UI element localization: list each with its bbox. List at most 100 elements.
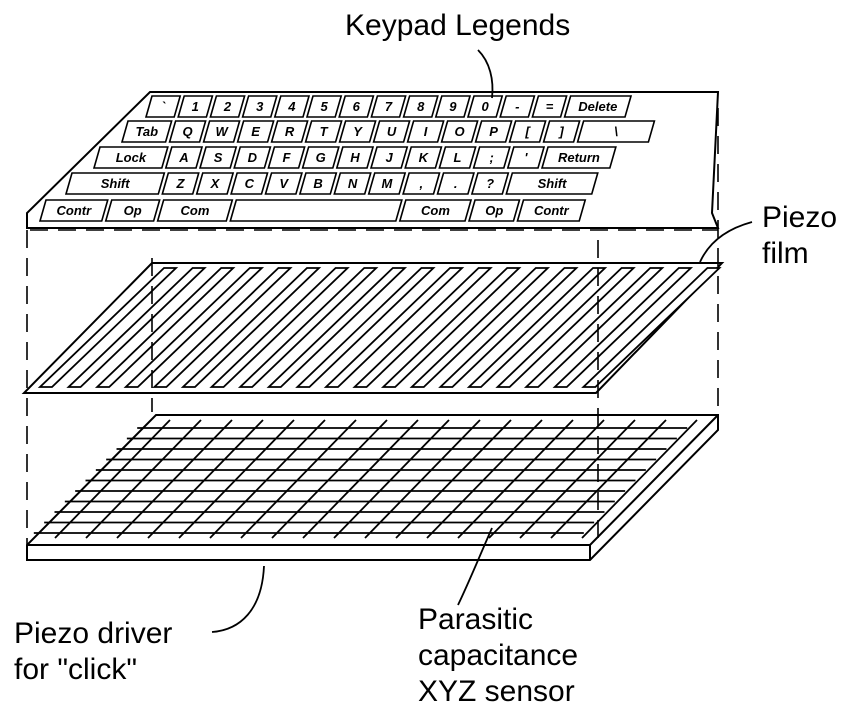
key-Y: Y — [340, 121, 376, 142]
key-legend: 0 — [481, 99, 489, 114]
piezo-driver-line-1: Piezo driver — [14, 616, 172, 652]
key-legend: Com — [421, 203, 450, 218]
key-G: G — [303, 147, 339, 168]
key-legend: - — [515, 99, 519, 114]
key-S: S — [200, 147, 236, 168]
piezo-film-line-1: Piezo — [762, 200, 837, 236]
key-\: \ — [578, 121, 655, 142]
key-legend: = — [546, 99, 554, 114]
sensor-line-2: capacitance — [418, 638, 578, 674]
key-V: V — [266, 173, 302, 194]
key-legend: 6 — [353, 99, 361, 114]
key-=: = — [532, 96, 566, 117]
key-legend: Shift — [101, 176, 131, 191]
key--: - — [500, 96, 534, 117]
key-space — [230, 200, 402, 221]
key-legend: B — [313, 176, 322, 191]
key-Shift: Shift — [66, 173, 164, 194]
key-P: P — [476, 121, 512, 142]
key-legend: S — [214, 150, 223, 165]
leader-keypad-legends — [478, 50, 492, 98]
key-legend: Z — [176, 176, 186, 191]
sensor-label: Parasitic capacitance XYZ sensor — [418, 602, 578, 710]
piezo-driver-line-2: for "click" — [14, 652, 172, 688]
key-cap — [230, 200, 402, 221]
key-K: K — [405, 147, 441, 168]
key-X: X — [197, 173, 233, 194]
key-legend: ? — [486, 176, 494, 191]
key-5: 5 — [307, 96, 341, 117]
key-legend: O — [455, 124, 465, 139]
key-U: U — [374, 121, 410, 142]
leader-piezo-driver — [212, 566, 264, 632]
key-.: . — [438, 173, 474, 194]
key-legend: Y — [353, 124, 363, 139]
key-legend: 3 — [256, 99, 264, 114]
piezo-driver-label: Piezo driver for "click" — [14, 616, 172, 688]
key-Com: Com — [158, 200, 233, 221]
key-legend: Q — [183, 124, 193, 139]
key-]: ] — [544, 121, 580, 142]
key-legend: ; — [490, 150, 494, 165]
key-legend: T — [320, 124, 329, 139]
key-T: T — [306, 121, 342, 142]
key-legend: 1 — [192, 99, 199, 114]
key-Tab: Tab — [122, 121, 172, 142]
key-Contr: Contr — [40, 200, 108, 221]
key-legend: Lock — [116, 150, 147, 165]
sensor-line-1: Parasitic — [418, 602, 578, 638]
key-legend: 8 — [417, 99, 425, 114]
key-Delete: Delete — [565, 96, 631, 117]
key-Op: Op — [106, 200, 160, 221]
key-I: I — [408, 121, 444, 142]
key-legend: A — [178, 150, 188, 165]
key-Op: Op — [469, 200, 519, 221]
key-7: 7 — [371, 96, 405, 117]
keypad-legends-label: Keypad Legends — [345, 8, 570, 44]
keypad-legends-text: Keypad Legends — [345, 8, 570, 44]
key-C: C — [231, 173, 267, 194]
key-O: O — [442, 121, 478, 142]
key-Contr: Contr — [517, 200, 585, 221]
key-4: 4 — [275, 96, 309, 117]
key-legend: Com — [181, 203, 210, 218]
key-L: L — [439, 147, 475, 168]
key-legend: D — [248, 150, 258, 165]
key-legend: H — [350, 150, 360, 165]
key-1: 1 — [178, 96, 212, 117]
key-`: ` — [146, 96, 180, 117]
key-legend: Op — [485, 203, 503, 218]
key-,: , — [403, 173, 439, 194]
key-legend: L — [454, 150, 462, 165]
key-legend: Shift — [538, 176, 568, 191]
key-legend: 7 — [385, 99, 393, 114]
key-legend: P — [489, 124, 498, 139]
key-legend: E — [251, 124, 260, 139]
key-legend: 4 — [287, 99, 296, 114]
key-legend: F — [283, 150, 292, 165]
key-;: ; — [474, 147, 510, 168]
key-J: J — [371, 147, 407, 168]
key-6: 6 — [339, 96, 373, 117]
key-legend: Tab — [135, 124, 158, 139]
key-Com: Com — [400, 200, 471, 221]
key-legend: R — [285, 124, 295, 139]
key-legend: Delete — [578, 99, 617, 114]
key-legend: Op — [124, 203, 142, 218]
key-Return: Return — [542, 147, 616, 168]
piezo-film-label: Piezo film — [762, 200, 837, 272]
key-legend: Contr — [57, 203, 93, 218]
key-legend: N — [348, 176, 358, 191]
key-?: ? — [472, 173, 508, 194]
key-legend: J — [386, 150, 394, 165]
key-legend: C — [245, 176, 255, 191]
key-D: D — [234, 147, 270, 168]
key-F: F — [268, 147, 304, 168]
key-E: E — [238, 121, 274, 142]
key-9: 9 — [436, 96, 470, 117]
key-[: [ — [510, 121, 546, 142]
key-legend: U — [387, 124, 397, 139]
piezo-film-line-2: film — [762, 236, 837, 272]
key-legend: K — [419, 150, 430, 165]
